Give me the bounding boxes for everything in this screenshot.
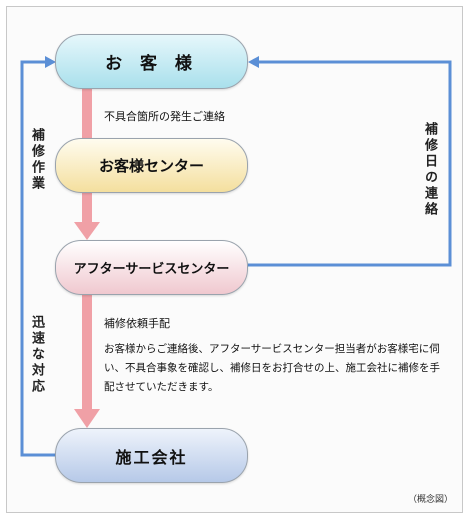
label-repair-work: 補修作業 (29, 128, 44, 192)
label-prompt-response: 迅速な対応 (29, 315, 44, 395)
node-after-service-center: アフターサービスセンター (55, 240, 248, 295)
repair-work-arrowhead (45, 56, 56, 68)
node-customer-center: お客様センター (55, 138, 248, 193)
node-customer: お 客 様 (55, 34, 248, 89)
repair-work-line (20, 60, 55, 457)
concept-diagram-note: （概念図） (407, 495, 453, 505)
arrow-customer-to-center (82, 89, 92, 138)
label-repair-date-contact: 補修日の連絡 (422, 122, 437, 218)
arrow-after-to-contractor-head (74, 409, 100, 428)
label-repair-request: 補修依頼手配 (104, 317, 170, 330)
node-contractor: 施工会社 (55, 428, 248, 483)
arrow-center-to-after-head (74, 222, 100, 240)
arrow-center-to-after-shaft (82, 193, 92, 223)
description-text: お客様からご連絡後、アフターサービスセンター担当者がお客様宅に伺い、不具合事象を… (104, 343, 440, 393)
repair-date-line (248, 60, 452, 267)
arrow-after-to-contractor-shaft (82, 295, 92, 410)
label-defect-report: 不具合箇所の発生ご連絡 (104, 110, 225, 123)
repair-date-arrowhead (248, 56, 259, 68)
